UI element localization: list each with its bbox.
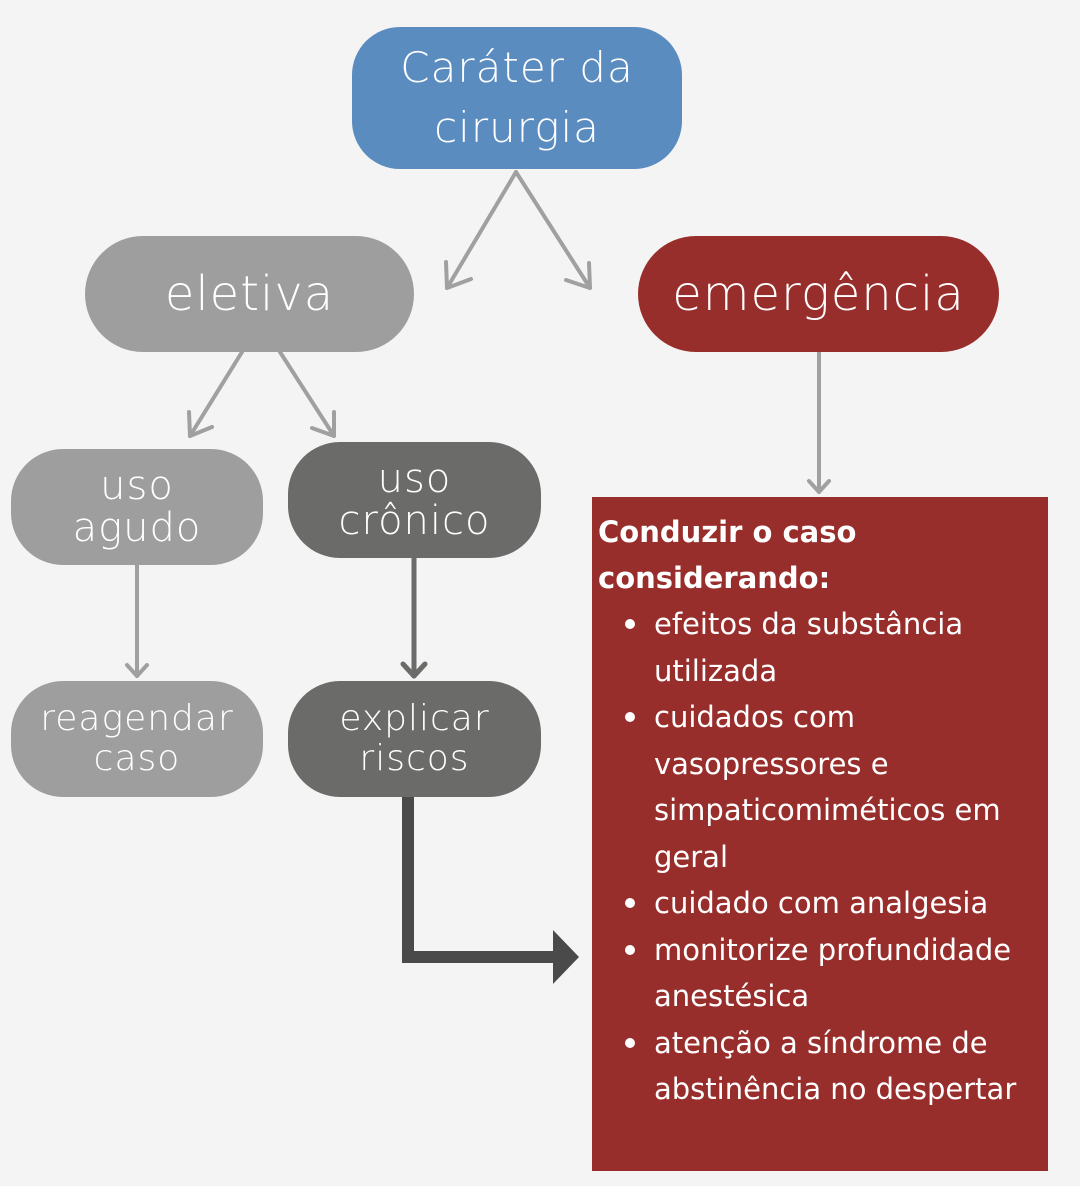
panel-list-item: atenção a síndrome de abstinência no des…	[625, 1020, 1042, 1113]
arrow-root-to-emergencia	[514, 170, 592, 290]
explicar-line2: riscos	[359, 738, 470, 779]
root-node-carater-da-cirurgia: Caráter da cirurgia	[352, 27, 682, 169]
panel-list-item: monitorize profundidade anestésica	[625, 927, 1042, 1020]
reagendar-line2: caso	[93, 738, 181, 779]
emergency-guidance-panel: Conduzir o caso considerando: efeitos da…	[592, 497, 1048, 1171]
uso-agudo-line1: uso	[100, 463, 174, 509]
node-uso-cronico: uso crônico	[288, 442, 541, 558]
arrow-cronico-to-explicar	[400, 555, 428, 679]
panel-item-text: atenção a síndrome de abstinência no des…	[654, 1025, 1017, 1107]
node-eletiva: eletiva	[85, 236, 414, 352]
arrow-root-to-eletiva	[444, 170, 518, 290]
panel-title-line2: considerando:	[598, 561, 831, 595]
arrow-emergencia-to-panel	[807, 350, 831, 494]
panel-title: Conduzir o caso considerando:	[598, 509, 1042, 601]
panel-item-text: cuidado com analgesia	[654, 886, 989, 920]
root-label-line1: Caráter da	[400, 43, 634, 92]
arrow-eletiva-to-cronico	[278, 350, 336, 438]
reagendar-line1: reagendar	[40, 698, 234, 739]
bullet-icon	[625, 898, 635, 908]
panel-item-text: cuidados com vasopressores e simpaticomi…	[654, 700, 1001, 874]
explicar-line1: explicar	[339, 698, 490, 739]
panel-list: efeitos da substância utilizada cuidados…	[598, 601, 1042, 1113]
eletiva-label: eletiva	[164, 266, 335, 322]
node-explicar-riscos: explicar riscos	[288, 681, 541, 797]
panel-title-line1: Conduzir o caso	[598, 515, 857, 549]
panel-item-text: monitorize profundidade anestésica	[654, 932, 1012, 1014]
bullet-icon	[625, 944, 635, 955]
arrow-agudo-to-reagendar	[125, 563, 149, 678]
arrow-explicar-to-panel	[402, 797, 579, 984]
panel-list-item: efeitos da substância utilizada	[625, 601, 1042, 694]
emergencia-label: emergência	[672, 266, 965, 322]
node-uso-agudo: uso agudo	[11, 449, 263, 565]
bullet-icon	[625, 619, 635, 629]
uso-cronico-line2: crônico	[338, 498, 491, 544]
bullet-icon	[625, 712, 635, 722]
arrow-eletiva-to-agudo	[187, 350, 244, 438]
uso-cronico-line1: uso	[377, 456, 452, 502]
node-emergencia: emergência	[638, 236, 999, 352]
panel-list-item: cuidado com analgesia	[625, 880, 1042, 927]
node-reagendar-caso: reagendar caso	[11, 681, 263, 797]
uso-agudo-line2: agudo	[72, 505, 202, 551]
panel-list-item: cuidados com vasopressores e simpaticomi…	[625, 694, 1042, 880]
bullet-icon	[625, 1037, 635, 1048]
panel-item-text: efeitos da substância utilizada	[654, 607, 964, 688]
root-label-line2: cirurgia	[434, 103, 600, 152]
